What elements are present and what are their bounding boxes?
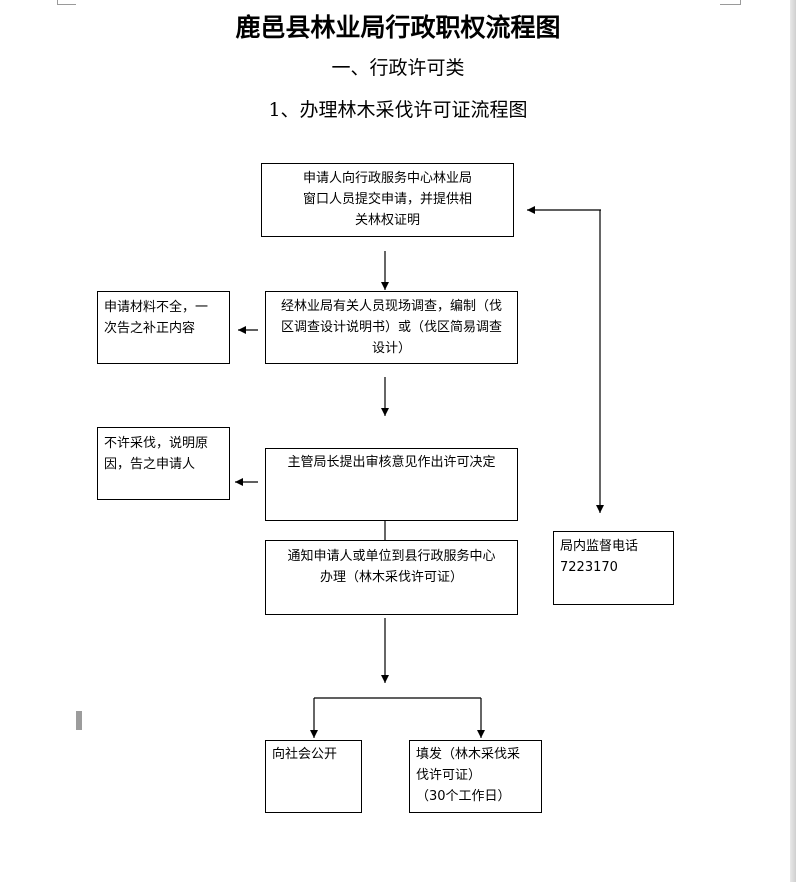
step-notify-line: 办理（林木采伐许可证） xyxy=(319,570,463,585)
step-apply-line: 申请人向行政服务中心林业局 xyxy=(302,171,472,186)
step-apply-line: 窗口人员提交申请，并提供相 xyxy=(302,192,472,207)
section-heading: 一、行政许可类 xyxy=(331,57,465,79)
step-review-line: 主管局长提出审核意见作出许可决定 xyxy=(287,455,496,470)
step-deny-line: 因，告之申请人 xyxy=(104,457,196,472)
supervision-phone: 7223170 xyxy=(560,560,618,575)
step-incomplete-line: 次告之补正内容 xyxy=(104,321,196,336)
supervision-label: 局内监督电话 xyxy=(560,539,639,554)
margin-corner-mark-left xyxy=(57,0,76,5)
scroll-marker xyxy=(76,711,82,730)
step-issue: 填发（林木采伐采 伐许可证） （30个工作日） xyxy=(409,740,542,813)
step-survey-line: 区调查设计说明书）或（伐区简易调查 xyxy=(280,320,502,335)
step-issue-line: （30个工作日） xyxy=(416,789,511,804)
step-publicize: 向社会公开 xyxy=(265,740,362,813)
step-incomplete: 申请材料不全，一 次告之补正内容 xyxy=(97,291,230,364)
page-edge xyxy=(790,0,796,882)
margin-corner-mark-right xyxy=(720,0,741,5)
step-survey: 经林业局有关人员现场调查，编制（伐 区调查设计说明书）或（伐区简易调查 设计） xyxy=(265,291,518,364)
subsection-heading: 1、办理林木采伐许可证流程图 xyxy=(268,99,528,121)
step-publicize-line: 向社会公开 xyxy=(272,747,338,762)
step-notify-line: 通知申请人或单位到县行政服务中心 xyxy=(287,549,496,564)
step-deny: 不许采伐，说明原 因，告之申请人 xyxy=(97,427,230,500)
step-survey-line: 设计） xyxy=(371,341,411,356)
step-issue-line: 伐许可证） xyxy=(416,768,482,783)
document-title: 鹿邑县林业局行政职权流程图 xyxy=(235,13,561,42)
step-review: 主管局长提出审核意见作出许可决定 xyxy=(265,448,518,521)
step-incomplete-line: 申请材料不全，一 xyxy=(104,300,209,315)
step-apply: 申请人向行政服务中心林业局 窗口人员提交申请，并提供相 关林权证明 xyxy=(261,163,514,237)
step-apply-line: 关林权证明 xyxy=(354,213,420,228)
step-notify: 通知申请人或单位到县行政服务中心 办理（林木采伐许可证） xyxy=(265,540,518,615)
step-survey-line: 经林业局有关人员现场调查，编制（伐 xyxy=(280,299,502,314)
supervision-hotline: 局内监督电话 7223170 xyxy=(553,531,674,605)
step-issue-line: 填发（林木采伐采 xyxy=(416,747,521,762)
step-deny-line: 不许采伐，说明原 xyxy=(104,436,209,451)
